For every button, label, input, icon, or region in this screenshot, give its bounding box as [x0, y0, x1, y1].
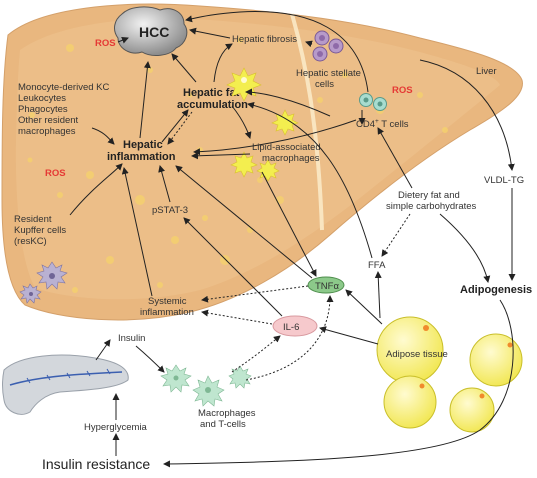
- tnf-alpha-label: TNFα: [315, 281, 339, 292]
- adipose-tissue-label: Adipose tissue: [386, 349, 448, 360]
- inflammation-label-1: Hepatic: [123, 139, 163, 151]
- cd4-t-cells-label: CD4+ T cells: [356, 118, 409, 130]
- stellate-label-2: cells: [315, 79, 334, 90]
- tnf-alpha-oval: [307, 276, 345, 294]
- kc-label-3: Phagocytes: [18, 104, 68, 115]
- macrophages-label-2: and T-cells: [200, 419, 246, 430]
- hyperglycemia-label: Hyperglycemia: [84, 422, 148, 433]
- reskc-label-1: Resident: [14, 214, 52, 225]
- pancreas-icon: [2, 354, 129, 415]
- systemic-inflammation-label-1: Systemic: [148, 296, 187, 307]
- fibrosis-label: Hepatic fibrosis: [232, 34, 297, 45]
- kupffer-cells-icon: [19, 261, 68, 304]
- fat-accumulation-label-1: Hepatic fat: [183, 87, 240, 99]
- reskc-label-3: (resKC): [14, 236, 47, 247]
- systemic-inflammation-label-2: inflammation: [140, 307, 194, 318]
- lipid-macrophages-label-2: macrophages: [262, 153, 320, 164]
- vldl-label: VLDL-TG: [484, 175, 524, 186]
- cd4-t-cells-icon: [359, 93, 387, 111]
- ffa-label: FFA: [368, 260, 386, 271]
- macrophages-label-1: Macrophages: [198, 408, 256, 419]
- stellate-label-1: Hepatic stellate: [296, 68, 361, 79]
- macrophages-t-cells-icon: [160, 364, 252, 407]
- kc-label-4: Other resident: [18, 115, 79, 126]
- falciform-ligament: [290, 13, 324, 231]
- insulin-resistance-label: Insulin resistance: [42, 456, 150, 472]
- lipid-macrophages-label-1: Lipid-associated: [252, 142, 321, 153]
- liver-inner-shading: [15, 18, 500, 300]
- ros-label-top: ROS: [95, 38, 116, 49]
- diet-label-2: simple carbohydrates: [386, 201, 477, 212]
- diet-label-1: Dietery fat and: [398, 190, 460, 201]
- liver-label: Liver: [476, 66, 497, 77]
- adipogenesis-label: Adipogenesis: [460, 284, 532, 296]
- lipid-macrophages-icon: [226, 67, 299, 182]
- hcc-tumor: [114, 6, 188, 56]
- adipose-tissue-icon: [376, 316, 523, 433]
- insulin-label: Insulin: [118, 333, 145, 344]
- kc-label-1: Monocyte-derived KC: [18, 82, 109, 93]
- ros-label-mid: ROS: [45, 168, 66, 179]
- il6-oval: [272, 315, 318, 337]
- fat-accumulation-label-2: accumulation: [177, 99, 248, 111]
- kc-label-5: macrophages: [18, 126, 76, 137]
- stellate-cells-icon: [312, 30, 344, 62]
- arrows: [69, 11, 516, 468]
- ros-label-right: ROS: [392, 85, 413, 96]
- hcc-label: HCC: [139, 24, 169, 40]
- kc-label-2: Leukocytes: [18, 93, 66, 104]
- inflammation-label-2: inflammation: [107, 151, 176, 163]
- il6-label: IL-6: [283, 322, 299, 333]
- reskc-label-2: Kupffer cells: [14, 225, 66, 236]
- pstat3-label: pSTAT-3: [152, 205, 188, 216]
